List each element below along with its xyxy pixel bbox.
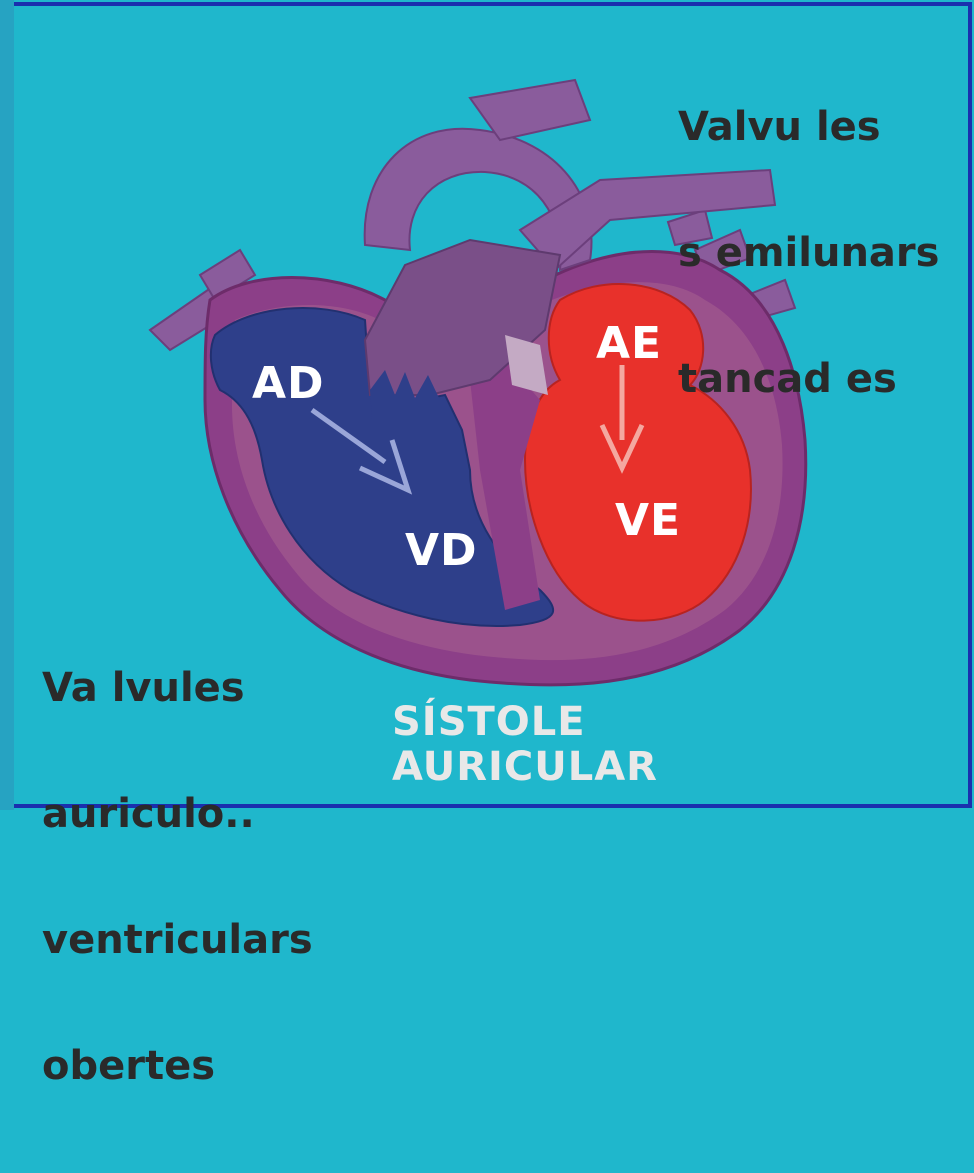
- label-right-atrium: AD: [252, 358, 325, 409]
- semilunar-valves-label: Valvu les s emilunars tancad es: [678, 22, 939, 484]
- av-label-line: Va lvules: [42, 667, 313, 709]
- diagram-canvas: Valvu les s emilunars tancad es Va lvule…: [0, 0, 974, 810]
- av-valves-label: Va lvules auriculo.. ventriculars oberte…: [42, 583, 313, 1171]
- left-edge: [0, 0, 14, 810]
- semilunar-label-line: tancad es: [678, 358, 939, 400]
- label-left-ventricle: VE: [615, 495, 681, 546]
- caption-line: SÍSTOLE: [392, 700, 658, 745]
- av-label-line: ventriculars: [42, 919, 313, 961]
- label-left-atrium: AE: [596, 318, 662, 369]
- semilunar-label-line: Valvu les: [678, 106, 939, 148]
- caption: SÍSTOLE AURICULAR: [392, 700, 658, 790]
- av-label-line: obertes: [42, 1045, 313, 1087]
- label-right-ventricle: VD: [405, 525, 478, 576]
- caption-line: AURICULAR: [392, 745, 658, 790]
- av-label-line: auriculo..: [42, 793, 313, 835]
- semilunar-label-line: s emilunars: [678, 232, 939, 274]
